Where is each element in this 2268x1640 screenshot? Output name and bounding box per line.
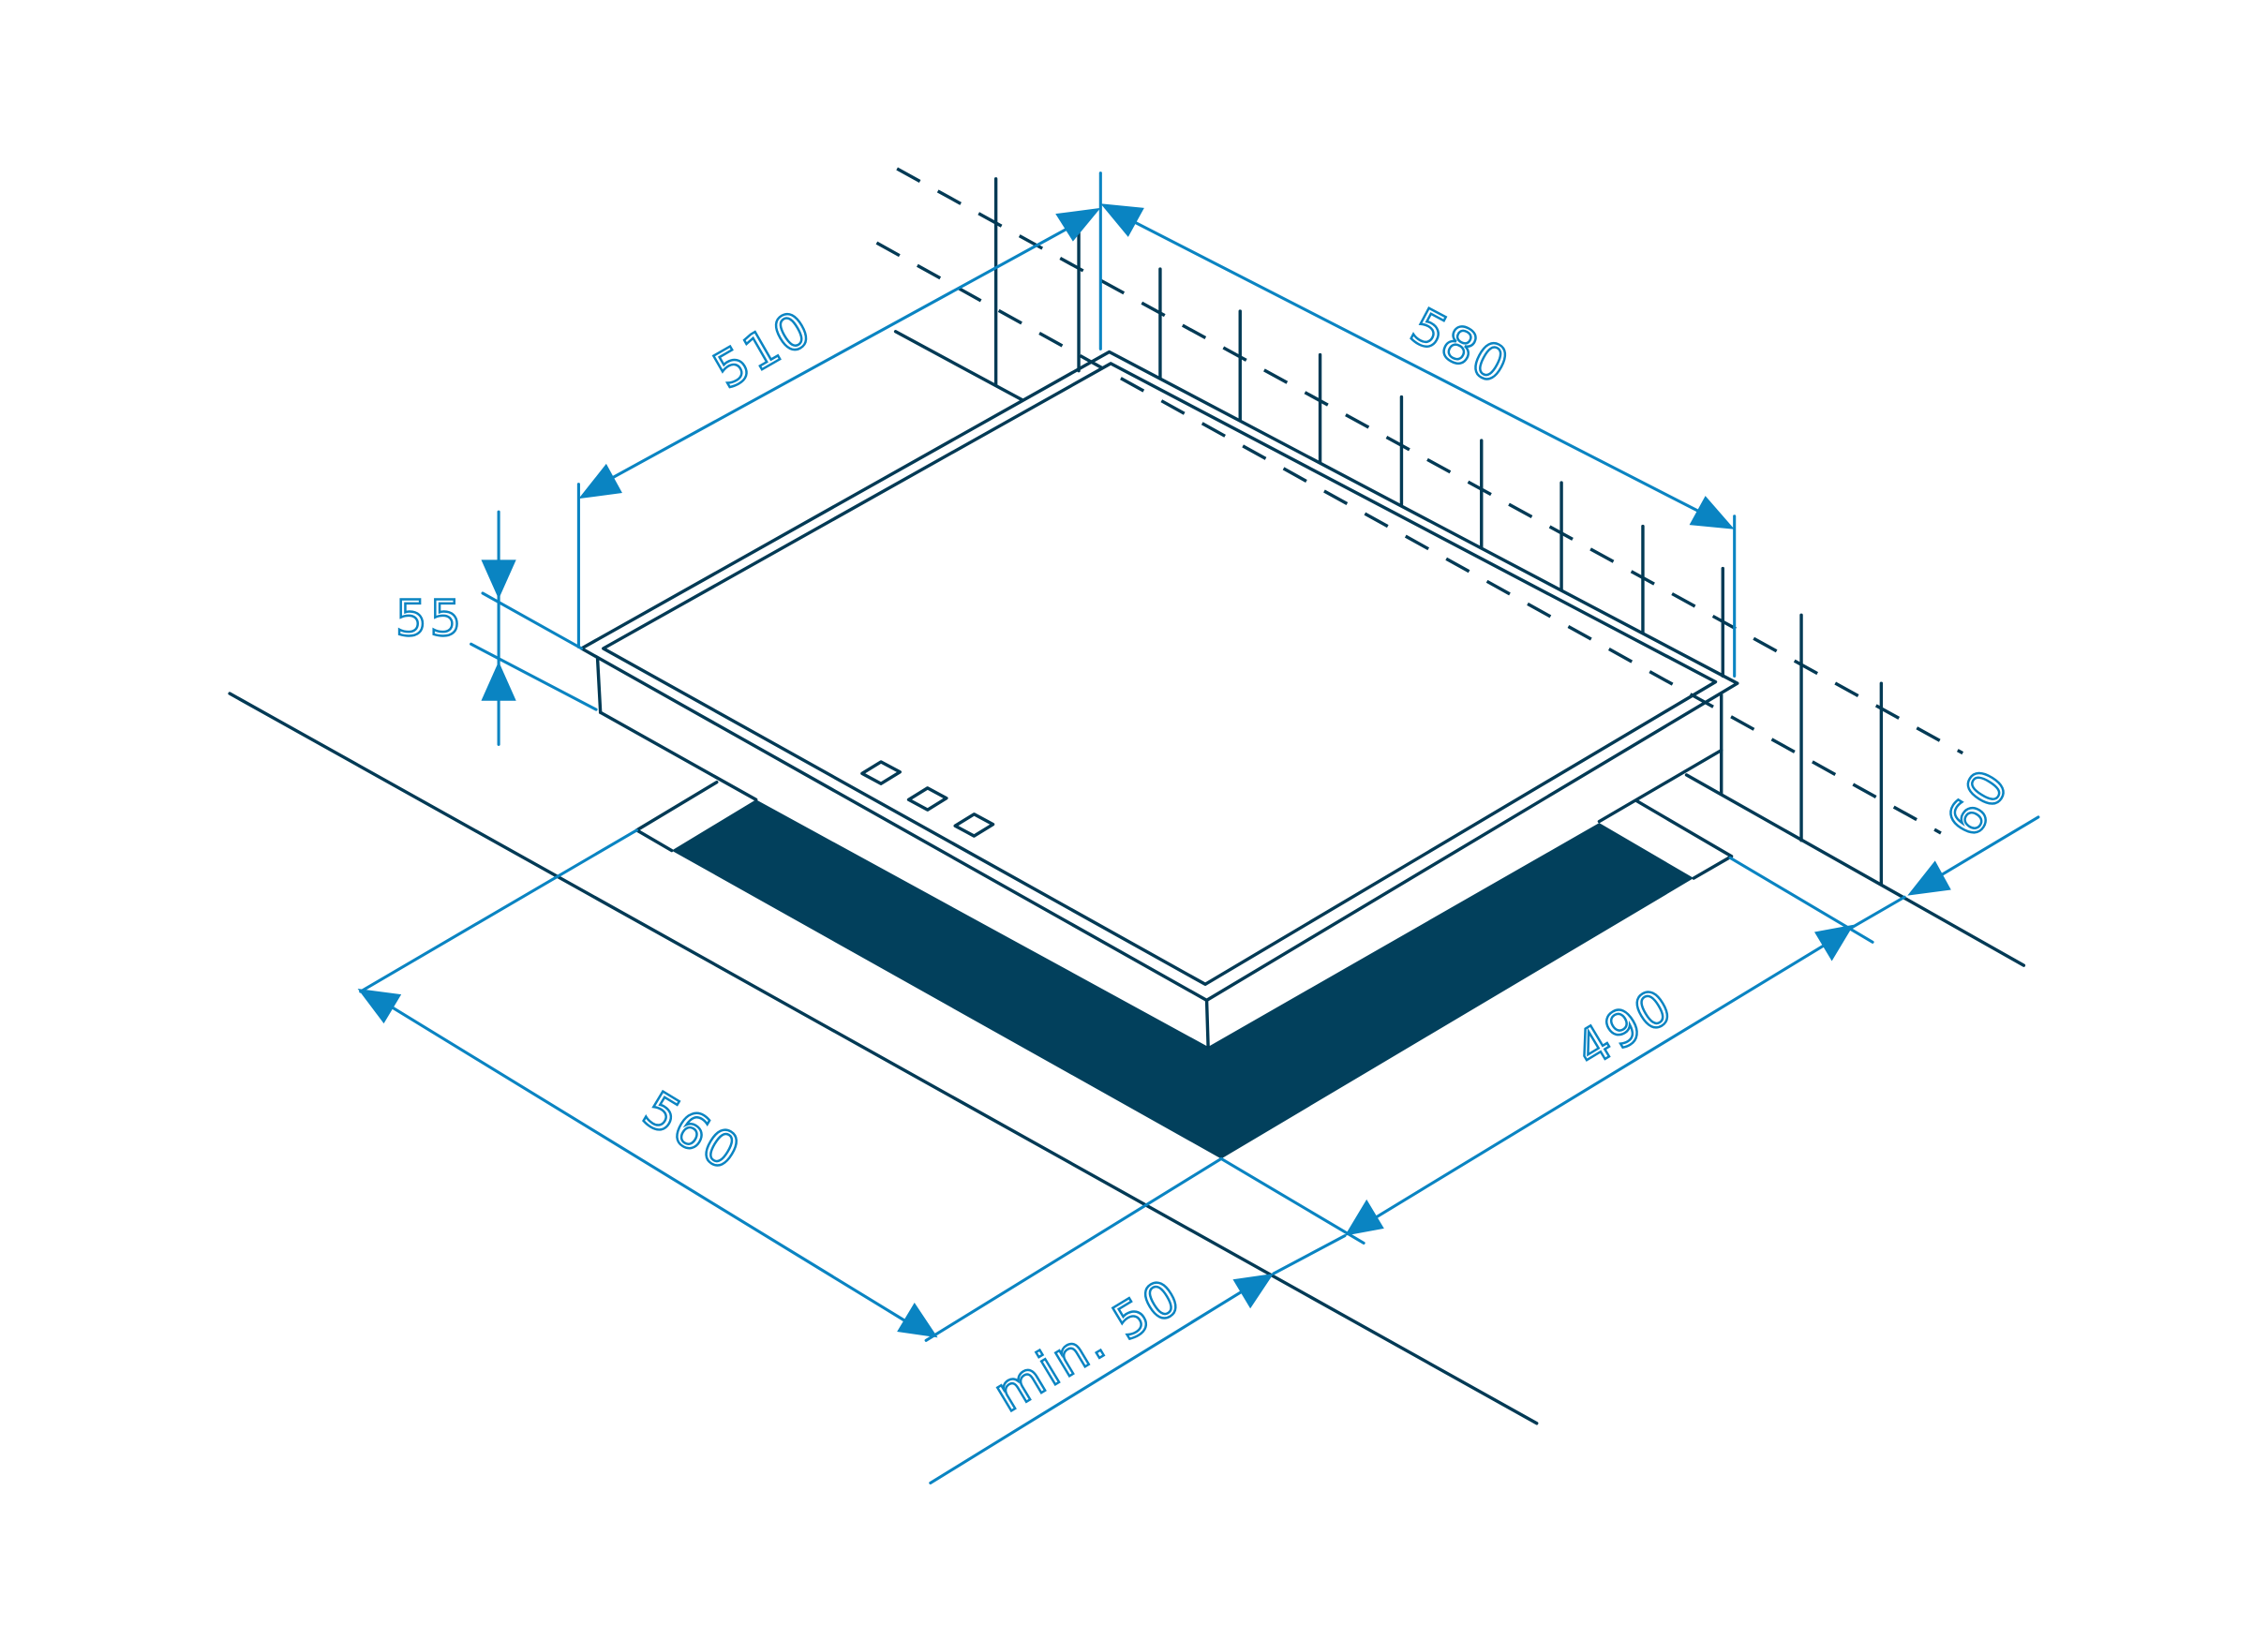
- dimension-label-560: 560: [634, 1081, 752, 1183]
- dimension-label-min-50: min. 50: [984, 1268, 1192, 1424]
- knob-icon: [953, 813, 995, 838]
- hob-top-outer: [579, 350, 1739, 1003]
- dimension-label-580: 580: [1402, 298, 1520, 396]
- hob-sides: [595, 657, 1723, 1049]
- knob-icon: [860, 760, 902, 785]
- control-knobs: [860, 760, 995, 838]
- wall-line-lower: [875, 241, 1942, 835]
- countertop-edge-left: [228, 692, 1539, 1425]
- countertop-edge-right: [1684, 773, 2026, 967]
- wall-line-upper: [896, 167, 1964, 755]
- dimension-lines: [357, 171, 2040, 1484]
- cutout-opening: [671, 799, 1694, 1159]
- wall-posts: [893, 177, 1884, 886]
- cutout-edge-right: [1635, 799, 1734, 880]
- dimension-label-510: 510: [705, 299, 823, 400]
- hob-glass-surface: [602, 362, 1718, 987]
- dimension-label-55: 55: [395, 590, 464, 648]
- knob-icon: [906, 786, 948, 812]
- dimension-label-490: 490: [1566, 977, 1684, 1079]
